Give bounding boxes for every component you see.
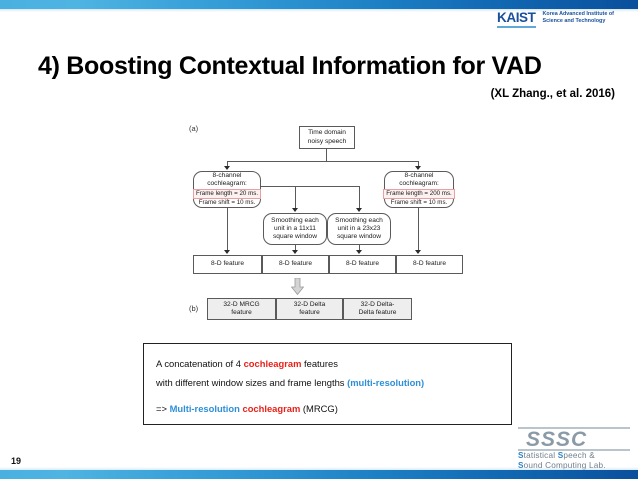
callout-line3-arrow: => [156, 403, 170, 414]
cochleagram-right-title: 8-channel cochleagram: [399, 172, 439, 188]
sssc-s1: S [518, 451, 524, 460]
arrowhead-smoothing-11 [292, 208, 298, 212]
node-smoothing-11x11: Smoothing each unit in a 11x11 square wi… [263, 213, 327, 245]
arrowhead-left-cochleagram [224, 166, 230, 170]
connector-left-branch-bus [261, 186, 360, 187]
connector-right-to-feature4 [418, 208, 419, 252]
connector-to-left-cochleagram [227, 161, 228, 168]
node-32d-mrcg-feature: 32-D MRCG feature [207, 298, 276, 320]
kaist-logo: KAIST Korea Advanced Institute of Scienc… [497, 9, 629, 35]
callout-line3-multiresolution: Multi-resolution [169, 403, 243, 414]
page-title: 4) Boosting Contextual Information for V… [38, 52, 542, 80]
node-cochleagram-right: 8-channel cochleagram: Frame length = 20… [383, 171, 455, 208]
callout-line2-part1: with different window sizes and frame le… [156, 377, 348, 388]
node-cochleagram-left: 8-channel cochleagram: Frame length = 20… [192, 171, 262, 208]
arrowhead-smoothing-23 [356, 208, 362, 212]
arrowhead-right-cochleagram [415, 166, 421, 170]
bottom-decorative-bar [0, 470, 638, 479]
node-32d-delta-delta-feature: 32-D Delta- Delta feature [343, 298, 412, 320]
connector-smoothing11-to-feature2 [295, 245, 296, 252]
connector-smoothing23-to-feature3 [359, 245, 360, 252]
figure-label-a: (a) [189, 124, 199, 133]
sssc-lab-logo: SSSC Statistical Speech & Sound Computin… [518, 427, 630, 470]
node-8d-feature-4: 8-D feature [396, 255, 463, 274]
top-decorative-bar [0, 0, 638, 9]
summary-callout-box: A concatenation of 4 cochleagram feature… [143, 343, 512, 425]
callout-line-3: => Multi-resolution cochleagram (MRCG) [156, 399, 499, 418]
down-block-arrow-icon [291, 278, 304, 295]
connector-left-to-feature1 [227, 208, 228, 252]
arrowhead-feature1 [224, 250, 230, 254]
connector-to-smoothing-11 [295, 186, 296, 210]
cochleagram-right-frame-length: Frame length = 200 ms. [383, 188, 455, 199]
node-time-domain-noisy-speech: Time domain noisy speech [299, 126, 355, 149]
callout-line1-part1: A concatenation of 4 [156, 358, 244, 369]
sssc-s2: S [557, 451, 564, 460]
sssc-tagline-line-1: Statistical Speech & [518, 451, 630, 461]
cochleagram-left-frame-shift: Frame shift = 10 ms. [198, 198, 256, 206]
connector-to-smoothing-23 [359, 186, 360, 210]
arrowhead-feature3 [356, 250, 362, 254]
node-8d-feature-3: 8-D feature [329, 255, 396, 274]
callout-line2-multiresolution: (multi-resolution) [347, 377, 425, 388]
connector-source-down [326, 149, 327, 161]
connector-source-bus [227, 161, 419, 162]
sssc-wordmark: SSSC [518, 427, 630, 451]
callout-line3-cochleagram: cochleagram [242, 403, 301, 414]
cochleagram-left-title: 8-channel cochleagram: [207, 172, 247, 188]
callout-line-2: with different window sizes and frame le… [156, 373, 499, 392]
cochleagram-left-frame-length: Frame length = 20 ms. [192, 188, 262, 199]
figure-label-b: (b) [189, 304, 199, 313]
top-bar-fade [0, 9, 638, 12]
sssc-s3: S [518, 461, 524, 470]
node-8d-feature-2: 8-D feature [262, 255, 329, 274]
arrowhead-feature2 [292, 250, 298, 254]
node-32d-delta-feature: 32-D Delta feature [276, 298, 343, 320]
connector-to-right-cochleagram [418, 161, 419, 168]
node-8d-feature-1: 8-D feature [193, 255, 262, 274]
callout-line3-mrcg: (MRCG) [300, 403, 338, 414]
mrcg-flow-diagram: (a) (b) Time domain noisy speech 8-chann… [185, 118, 500, 330]
kaist-tagline: Korea Advanced Institute of Science and … [542, 11, 614, 25]
sssc-statistical: tatistical [523, 451, 558, 460]
kaist-wordmark: KAIST [497, 9, 536, 28]
sssc-sound-computing: ound Computing Lab. [523, 461, 606, 470]
callout-line-1: A concatenation of 4 cochleagram feature… [156, 354, 499, 373]
page-number: 19 [11, 456, 22, 466]
citation-text: (XL Zhang., et al. 2016) [490, 88, 615, 100]
cochleagram-right-frame-shift: Frame shift = 10 ms. [390, 198, 448, 206]
bottom-bar-fade [0, 467, 638, 470]
sssc-tagline-line-2: Sound Computing Lab. [518, 461, 630, 471]
callout-line1-cochleagram: cochleagram [243, 358, 302, 369]
arrowhead-feature4 [415, 250, 421, 254]
node-smoothing-23x23: Smoothing each unit in a 23x23 square wi… [327, 213, 391, 245]
callout-line1-part3: features [301, 358, 338, 369]
sssc-speech: peech & [563, 451, 595, 460]
